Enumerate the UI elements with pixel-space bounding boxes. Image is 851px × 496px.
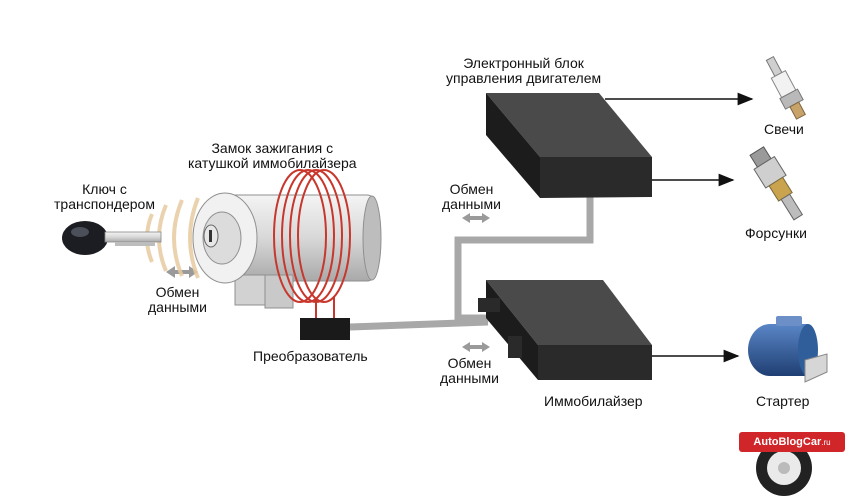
double-arrow-icon <box>462 342 490 352</box>
logo-text: AutoBlogCar <box>753 436 822 448</box>
key-label: Ключ с транспондером <box>54 181 155 212</box>
immobilizer-label: Иммобилайзер <box>544 393 643 409</box>
starter-label: Стартер <box>756 393 810 409</box>
converter-box <box>300 318 350 340</box>
ignition-lock-label: Замок зажигания с катушкой иммобилайзера <box>188 140 357 171</box>
data-exchange-label-key: Обмен данными <box>148 284 207 315</box>
ecu-block <box>486 93 652 198</box>
site-logo: AutoBlogCar.ru <box>739 432 845 452</box>
spark-plugs-label: Свечи <box>764 121 804 137</box>
key-icon <box>62 221 162 255</box>
ignition-lock-icon <box>192 192 382 309</box>
wire-ecu-immobilizer <box>454 195 594 322</box>
injector-icon <box>749 146 804 221</box>
output-arrows <box>605 92 754 363</box>
spark-plug-icon <box>765 55 806 120</box>
data-exchange-label-immobilizer: Обмен данными <box>440 355 499 386</box>
converter-label: Преобразователь <box>253 348 368 364</box>
wheel-icon <box>756 440 812 496</box>
injectors-label: Форсунки <box>745 225 807 241</box>
immobilizer-block <box>478 280 652 380</box>
coil-icon <box>273 169 351 320</box>
wire-converter-immobilizer <box>349 318 489 331</box>
starter-motor-icon <box>748 316 828 383</box>
ecu-label: Электронный блок управления двигателем <box>446 55 602 86</box>
data-exchange-label-ecu: Обмен данными <box>442 181 501 212</box>
double-arrow-icon <box>462 213 490 223</box>
logo-suffix: .ru <box>821 438 831 447</box>
wiring <box>349 195 594 331</box>
